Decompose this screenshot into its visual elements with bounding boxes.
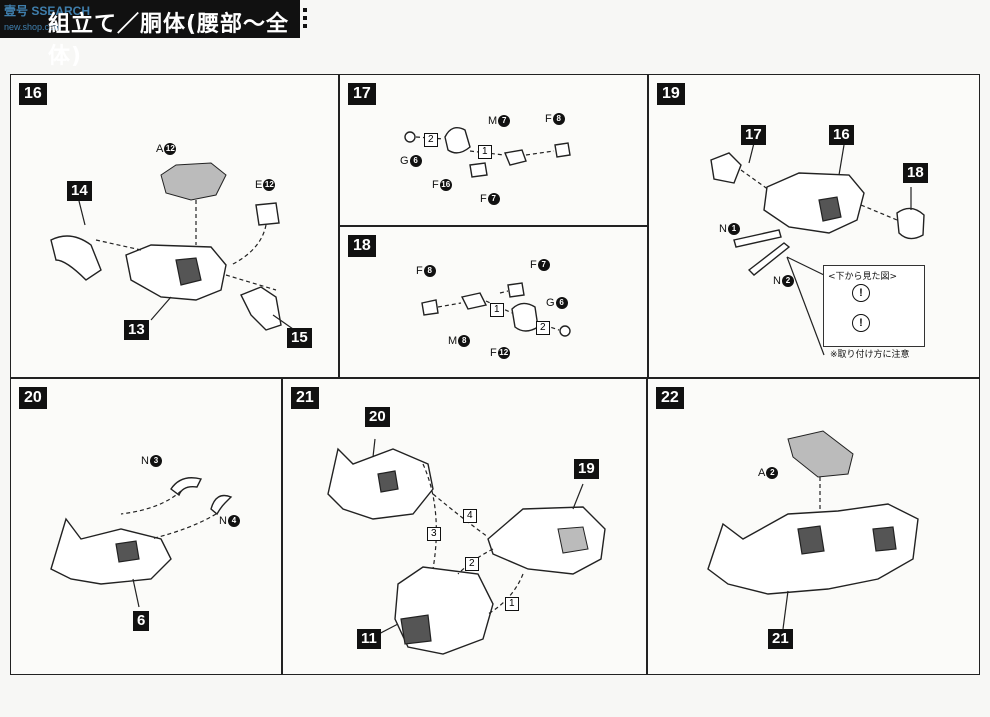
callout-part-19: 19 xyxy=(574,459,599,479)
step-number: 16 xyxy=(19,83,47,105)
page-title: 組立て／胴体(腰部～全体) xyxy=(48,12,290,69)
watermark-subtext: new.shop.com xyxy=(4,22,62,32)
note-caution: ※取り付け方に注意 xyxy=(830,350,910,360)
step-number: 22 xyxy=(656,387,684,409)
header-dots xyxy=(303,8,307,32)
step-16-drawing xyxy=(50,162,294,331)
callout-part-6: 6 xyxy=(133,611,150,631)
callout-part-17: 17 xyxy=(741,125,766,145)
sequence-badge: 1 xyxy=(478,145,492,159)
sequence-badge: 2 xyxy=(536,321,550,335)
step-17-drawing xyxy=(404,127,571,178)
step-18-drawing xyxy=(421,282,571,337)
callout-part-15: 15 xyxy=(287,328,312,348)
sequence-badge: 2 xyxy=(424,133,438,147)
note-title: <下から見た図> xyxy=(828,272,898,282)
sequence-badge: 2 xyxy=(465,557,479,571)
callout-part-14: 14 xyxy=(67,181,92,201)
step-number: 18 xyxy=(348,235,376,257)
sequence-badge: 1 xyxy=(505,597,519,611)
callout-part-16: 16 xyxy=(829,125,854,145)
sequence-badge: 3 xyxy=(427,527,441,541)
callout-part-18: 18 xyxy=(903,163,928,183)
step-19-drawing xyxy=(710,142,925,356)
warning-mark-icon: ! xyxy=(852,314,870,332)
sequence-badge: 4 xyxy=(463,509,477,523)
warning-mark-icon: ! xyxy=(852,284,870,302)
step-20-drawing xyxy=(50,477,233,608)
step-number: 21 xyxy=(291,387,319,409)
step-21-panel: 21 20 19 11 3 4 2 1 xyxy=(282,378,647,675)
page-header: 壹号 SSEARCH new.shop.com 組立て／胴体(腰部～全体) xyxy=(0,0,300,69)
step-number: 17 xyxy=(348,83,376,105)
callout-part-11: 11 xyxy=(357,629,381,649)
bottom-view-note: <下から見た図> ※取り付け方に注意 !! xyxy=(823,265,925,360)
sequence-badge: 1 xyxy=(490,303,504,317)
step-21-drawing xyxy=(327,438,606,655)
callout-part-21: 21 xyxy=(768,629,793,649)
step-22-drawing xyxy=(707,430,919,630)
watermark-text: 壹号 SSEARCH xyxy=(4,4,91,18)
callout-part-20: 20 xyxy=(365,407,390,427)
step-number: 20 xyxy=(19,387,47,409)
step-number: 19 xyxy=(657,83,685,105)
callout-part-13: 13 xyxy=(124,320,149,340)
